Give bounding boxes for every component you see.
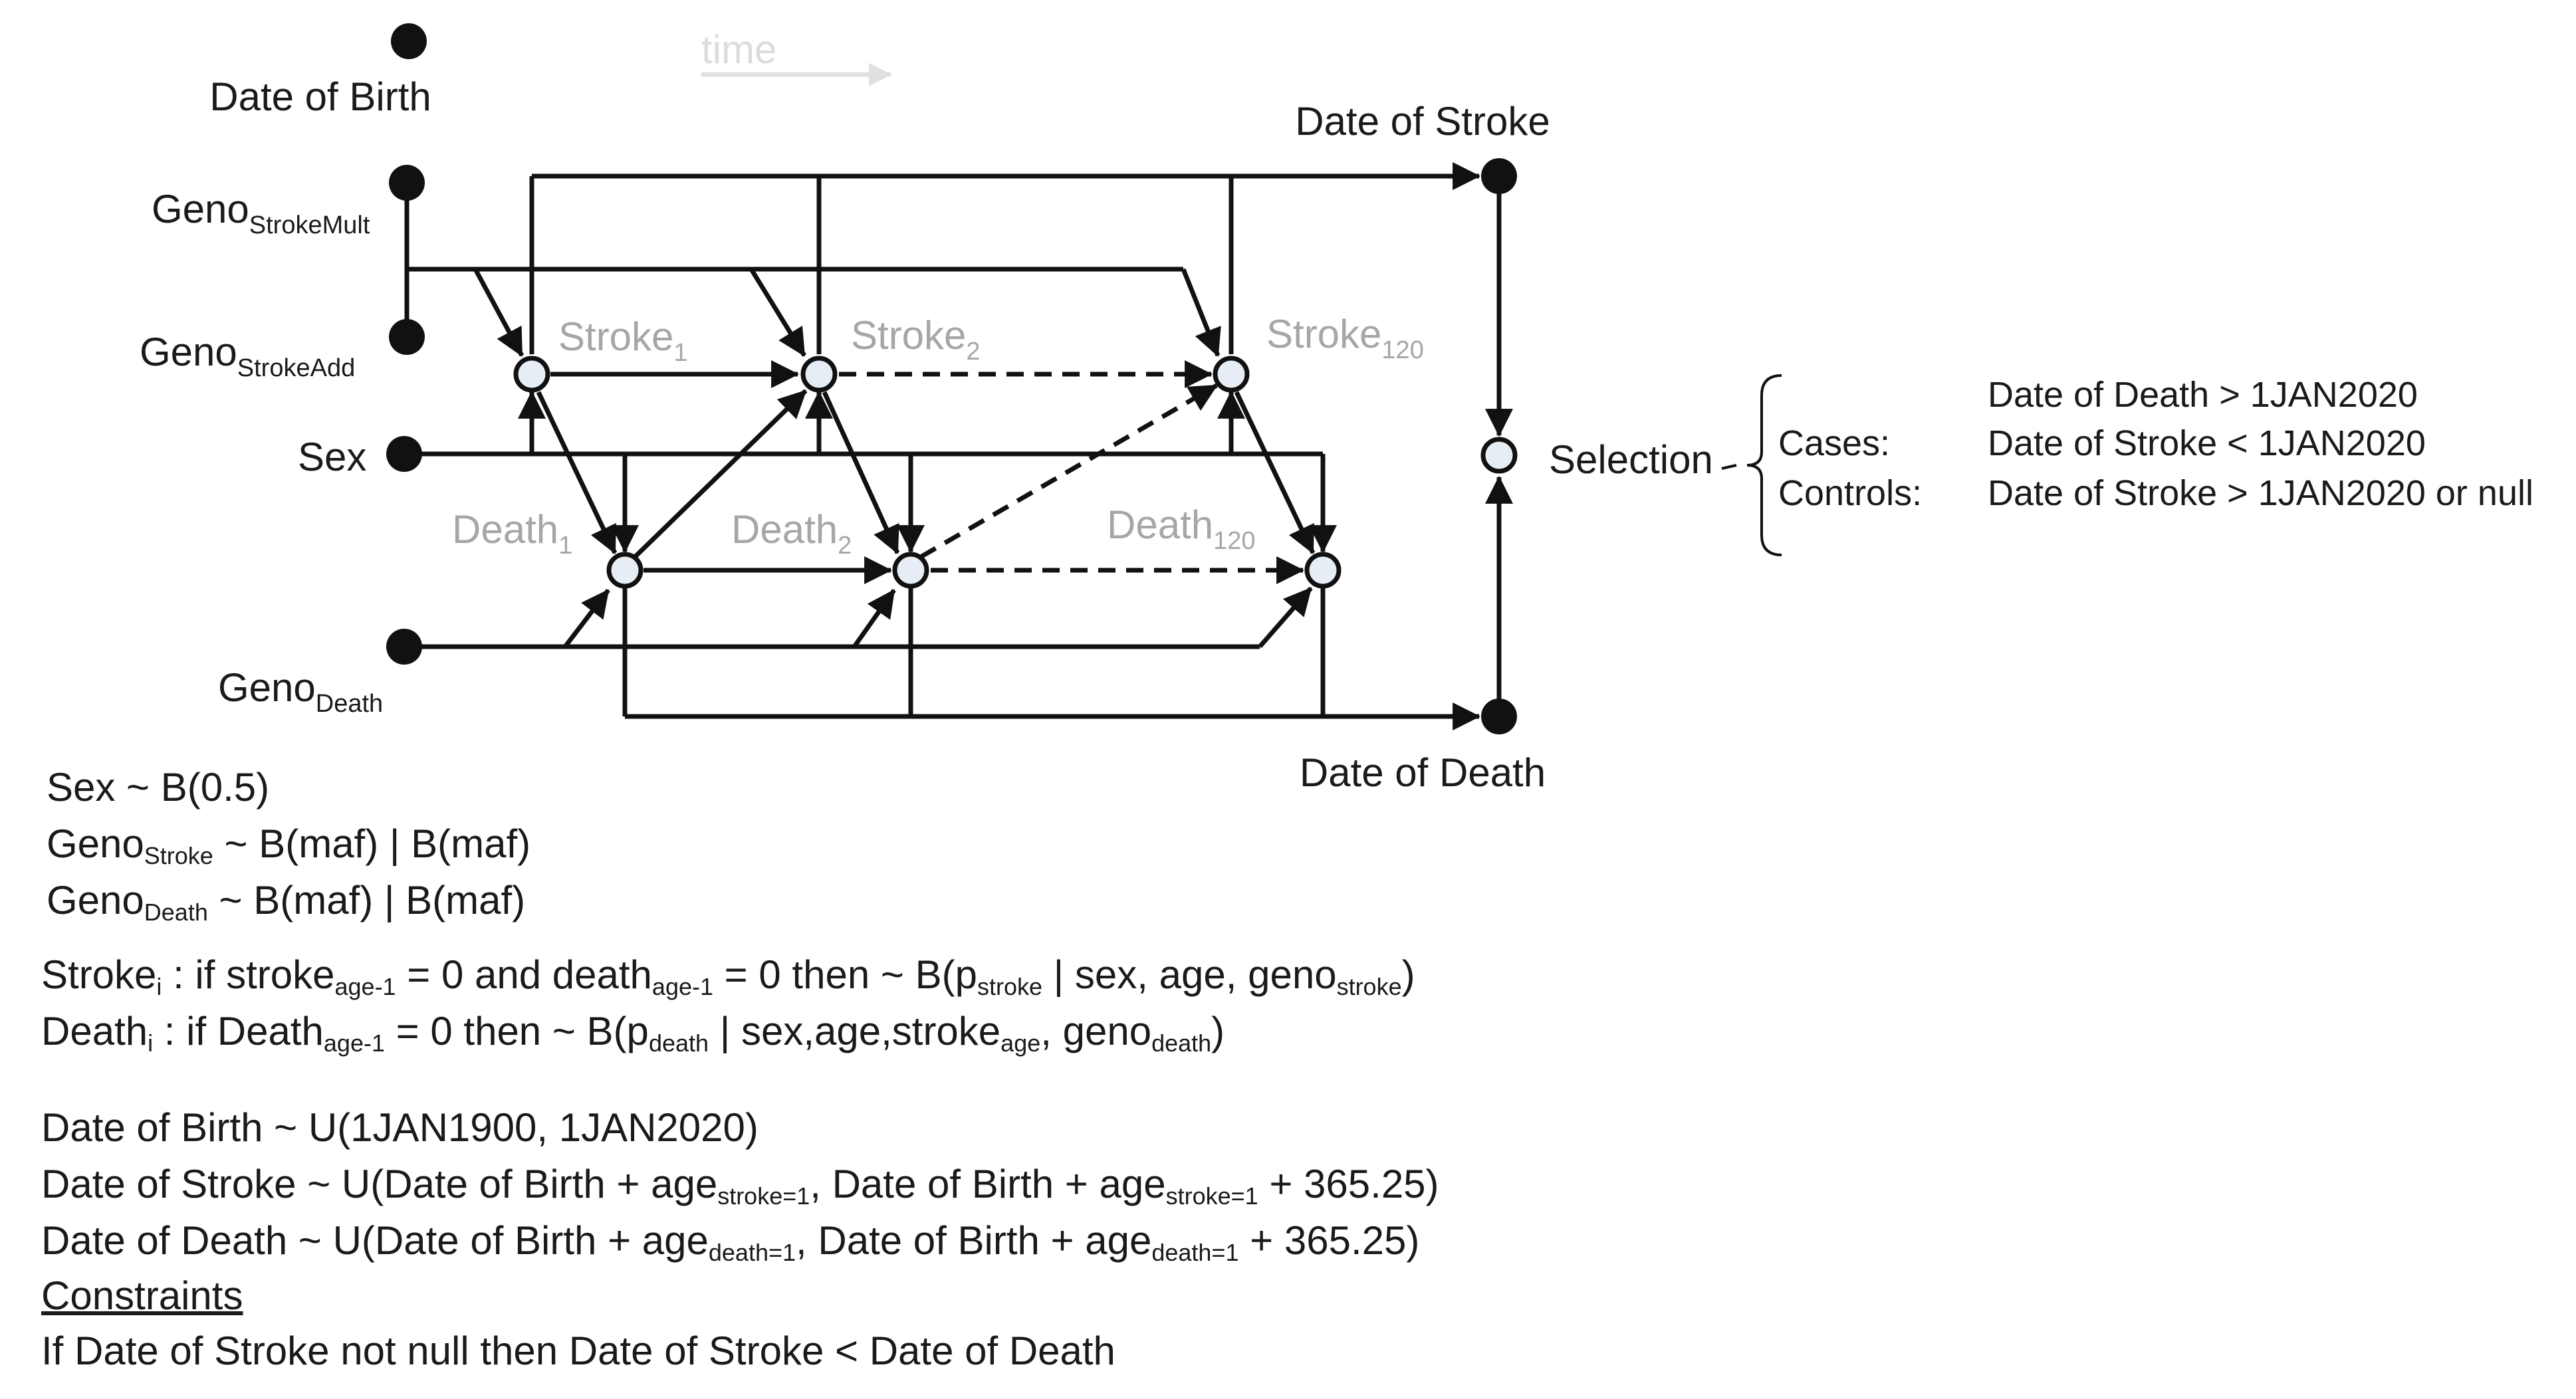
- time-label: time: [701, 27, 776, 72]
- formula-date-of-death: Date of Death ~ U(Date of Birth + agedea…: [41, 1218, 1420, 1266]
- geno-death-label: GenoDeath: [218, 665, 383, 718]
- formula-date-of-birth: Date of Birth ~ U(1JAN1900, 1JAN2020): [41, 1105, 759, 1150]
- selection-criteria: Date of Death > 1JAN2020 Cases: Date of …: [1721, 374, 2533, 556]
- observed-nodes: [386, 23, 1517, 734]
- constraints-heading: Constraints: [41, 1273, 243, 1318]
- selection-node: [1480, 437, 1518, 474]
- death-1-node: [606, 552, 644, 589]
- formula-date-of-stroke: Date of Stroke ~ U(Date of Birth + agest…: [41, 1162, 1439, 1210]
- stroke-120-node: [1213, 356, 1250, 393]
- formula-geno-death: GenoDeath ~ B(maf) | B(maf): [47, 878, 526, 926]
- date-of-birth-node: [391, 23, 427, 59]
- stroke-2-node: [800, 356, 838, 393]
- controls-label: Controls:: [1778, 473, 1922, 513]
- cases-criteria: Date of Stroke < 1JAN2020: [1988, 423, 2426, 463]
- stroke-1-node: [513, 356, 550, 393]
- geno-death-node: [386, 629, 422, 665]
- death-120-label: Death120: [1107, 502, 1256, 555]
- date-of-stroke-node: [1481, 158, 1517, 194]
- formula-geno-stroke: GenoStroke ~ B(maf) | B(maf): [47, 821, 531, 869]
- stroke-1-label: Stroke1: [558, 314, 688, 367]
- geno-stroke-mult-node: [389, 165, 425, 201]
- stroke-2-label: Stroke2: [851, 313, 981, 366]
- date-of-birth-label: Date of Birth: [209, 74, 431, 119]
- geno-stroke-add-label: GenoStrokeAdd: [140, 330, 355, 382]
- latent-nodes: [513, 356, 1518, 589]
- formula-death-i: Deathi : if Deathage-1 = 0 then ~ B(pdea…: [41, 1009, 1225, 1057]
- date-of-stroke-label: Date of Stroke: [1295, 99, 1550, 144]
- controls-criteria: Date of Stroke > 1JAN2020 or null: [1988, 473, 2533, 513]
- brace: [1746, 374, 1782, 556]
- formula-stroke-i: Strokei : if strokeage-1 = 0 and deathag…: [41, 952, 1415, 1000]
- date-of-death-node: [1481, 699, 1517, 734]
- geno-stroke-mult-label: GenoStrokeMult: [152, 187, 370, 239]
- death-2-label: Death2: [731, 507, 852, 560]
- death-120-node: [1304, 552, 1342, 589]
- death-2-node: [892, 552, 929, 589]
- death-1-label: Death1: [452, 507, 572, 560]
- constraint-text: If Date of Stroke not null then Date of …: [41, 1329, 1115, 1373]
- stroke-120-label: Stroke120: [1266, 312, 1424, 364]
- sex-label: Sex: [298, 435, 366, 479]
- edges: [404, 162, 1513, 730]
- sex-node: [386, 436, 422, 472]
- time-arrow: time: [701, 27, 892, 86]
- node-labels: Date of Birth GenoStrokeMult GenoStrokeA…: [140, 74, 1713, 795]
- formula-sex: Sex ~ B(0.5): [47, 765, 270, 809]
- cases-label: Cases:: [1778, 423, 1890, 463]
- date-of-death-label: Date of Death: [1300, 750, 1546, 795]
- selection-label: Selection: [1549, 437, 1713, 482]
- criteria-all: Date of Death > 1JAN2020: [1988, 375, 2418, 415]
- geno-stroke-add-node: [389, 319, 425, 355]
